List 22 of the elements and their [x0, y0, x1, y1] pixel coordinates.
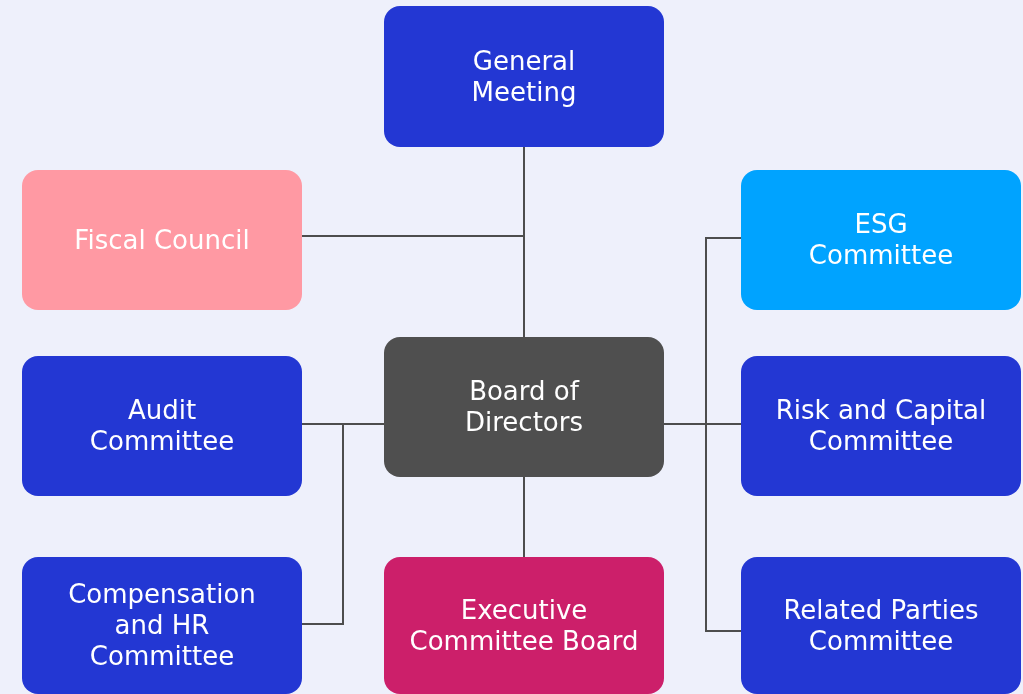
org-box [384, 557, 664, 694]
connector-line [301, 146, 525, 237]
box-label: Risk and Capital Committee [774, 395, 988, 457]
connector-line [523, 476, 525, 558]
box-label: General Meeting [470, 45, 578, 108]
connector-line [663, 423, 742, 632]
box-label: Audit Committee [88, 395, 236, 457]
box-label: Compensation and HR Committee [67, 579, 257, 672]
org-box [22, 356, 302, 496]
org-box [741, 557, 1021, 694]
org-box [22, 557, 302, 694]
org-box [741, 170, 1021, 310]
box-label: Related Parties Committee [782, 594, 980, 657]
box-label: Board of Directors [464, 376, 584, 438]
box-label: Executive Committee Board [408, 594, 640, 657]
box-label: ESG Committee [807, 209, 955, 271]
org-box [384, 337, 664, 477]
org-box [22, 170, 302, 310]
box-label: Fiscal Council [74, 224, 250, 256]
connector-line [301, 423, 385, 625]
org-box [384, 6, 664, 147]
org-box [741, 356, 1021, 496]
